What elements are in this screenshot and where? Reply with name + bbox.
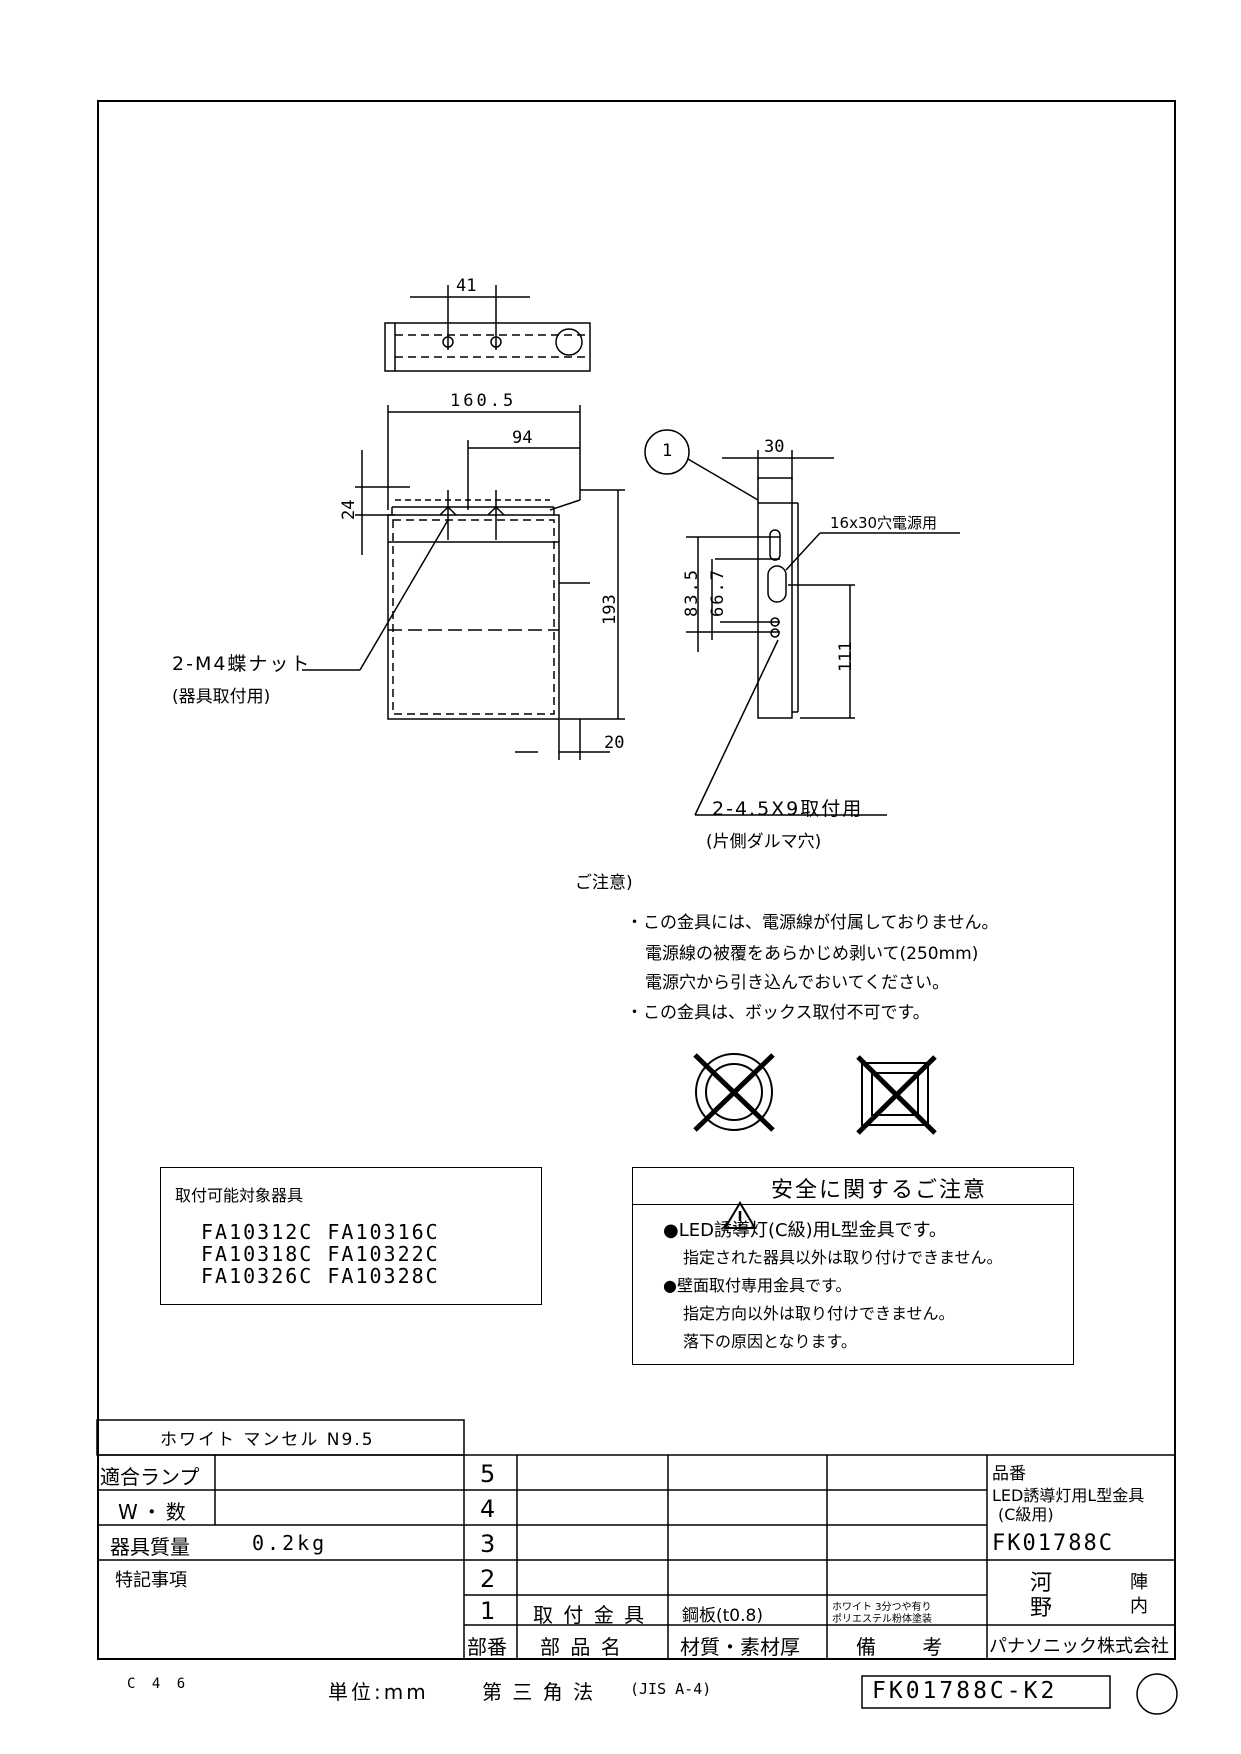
row-num-1: 1 [480, 1597, 496, 1625]
front-view-outline [387, 514, 560, 720]
dim-30: 30 [764, 437, 785, 457]
notes-line-2: 電源線の被覆をあらかじめ剥いて(250mm) [645, 944, 979, 964]
compatible-fixtures-box: 取付可能対象器具 FA10312C FA10316C FA10318C FA10… [160, 1167, 542, 1305]
part-material: 鋼板(t0.8) [682, 1606, 763, 1626]
notes-line-1: ・この金具には、電源線が付属しておりません。 [626, 913, 999, 933]
special-notes-label: 特記事項 [115, 1570, 187, 1591]
compatible-row-2: FA10318C FA10322C [201, 1242, 440, 1266]
dim-20: 20 [604, 733, 625, 753]
drawing-number-box [861, 1675, 1111, 1709]
product-desc-1: LED誘導灯用L型金具 [992, 1486, 1145, 1505]
header-remarks: 備 考 [856, 1635, 963, 1659]
row-num-3: 3 [480, 1530, 496, 1558]
footer-unit: 単位:mm [328, 1680, 429, 1704]
watt-label: W・数 [118, 1500, 190, 1524]
power-hole-label: 16x30穴電源用 [830, 514, 938, 532]
row-num-4: 4 [480, 1495, 496, 1523]
product-code: FK01788C [992, 1531, 1114, 1556]
safety-notice-box: 安全に関するご注意 ●LED誘導灯(C級)用L型金具です。 指定された器具以外は… [632, 1167, 1074, 1365]
signer-1-top: 河 [1030, 1571, 1053, 1596]
compatible-row-3: FA10326C FA10328C [201, 1264, 440, 1288]
side-view-outline [757, 477, 793, 719]
no-square-box-symbol [856, 1055, 937, 1135]
dim-24: 24 [339, 499, 359, 520]
nut-label: 2-M4蝶ナット [172, 653, 312, 675]
product-desc-2: (C級用) [998, 1505, 1054, 1524]
signer-2-top: 陣 [1130, 1572, 1148, 1593]
safety-item-1: ●LED誘導灯(C級)用L型金具です。 [663, 1220, 947, 1241]
dim-94: 94 [512, 428, 533, 448]
finish-color: ホワイト マンセル N9.5 [160, 1430, 375, 1450]
nut-sublabel: (器具取付用) [172, 687, 271, 707]
compatible-row-1: FA10312C FA10316C [201, 1220, 440, 1244]
signer-1-bottom: 野 [1030, 1596, 1053, 1621]
no-round-box-symbol [693, 1053, 775, 1132]
signer-2-bottom: 内 [1130, 1596, 1148, 1617]
notes-line-4: ・この金具は、ボックス取付不可です。 [626, 1003, 930, 1023]
product-label: 品番 [992, 1464, 1026, 1484]
mass-value: 0.2kg [252, 1531, 328, 1555]
part-remarks-2: ポリエステル粉体塗装 [832, 1614, 932, 1625]
footer-paper: (JIS A-4) [630, 1680, 712, 1698]
safety-item-2-sub-2: 落下の原因となります。 [683, 1332, 857, 1351]
warning-icon [723, 1201, 757, 1229]
revision-circle [1136, 1673, 1178, 1715]
top-view-outline [384, 322, 591, 372]
notes-heading: ご注意) [575, 873, 633, 893]
part-remarks-1: ホワイト 3分つや有り [832, 1602, 932, 1613]
company-name: パナソニック株式会社 [989, 1636, 1169, 1657]
row-num-2: 2 [480, 1565, 496, 1593]
header-material: 材質・素材厚 [680, 1635, 800, 1659]
mount-hole-sublabel: (片側ダルマ穴) [706, 832, 822, 852]
row-num-5: 5 [480, 1460, 496, 1488]
drawing-number: FK01788C-K2 [872, 1678, 1058, 1704]
mass-label: 器具質量 [110, 1535, 190, 1559]
safety-item-2-sub-1: 指定方向以外は取り付けできません。 [683, 1304, 955, 1323]
title-block-grid [96, 1419, 1176, 1660]
drawing-frame [97, 100, 1176, 1660]
header-part-no: 部番 [467, 1635, 507, 1659]
safety-title: 安全に関するご注意 [771, 1178, 988, 1203]
compatible-title: 取付可能対象器具 [175, 1186, 304, 1205]
lamp-label: 適合ランプ [100, 1465, 200, 1489]
part-name: 取 付 金 具 [533, 1603, 647, 1627]
safety-item-1-sub: 指定された器具以外は取り付けできません。 [683, 1248, 1003, 1267]
footer-projection: 第 三 角 法 [482, 1680, 596, 1704]
part-balloon [644, 429, 690, 475]
dim-111: 111 [836, 641, 856, 672]
part-balloon-number: 1 [662, 441, 673, 461]
top-view-keyhole [555, 328, 583, 356]
dim-41: 41 [456, 276, 477, 296]
safety-item-2: ●壁面取付専用金具です。 [663, 1276, 852, 1295]
dim-83-5: 83.5 [682, 568, 702, 617]
dim-66-7: 66.7 [708, 568, 728, 617]
notes-line-3: 電源穴から引き込んでおいてください。 [645, 973, 950, 993]
dim-193: 193 [600, 594, 620, 625]
header-part-name: 部 品 名 [540, 1635, 623, 1659]
footer-code: C 4 6 [127, 1676, 190, 1692]
mount-hole-label: 2-4.5X9取付用 [712, 798, 864, 820]
dim-160-5: 160.5 [450, 391, 517, 411]
